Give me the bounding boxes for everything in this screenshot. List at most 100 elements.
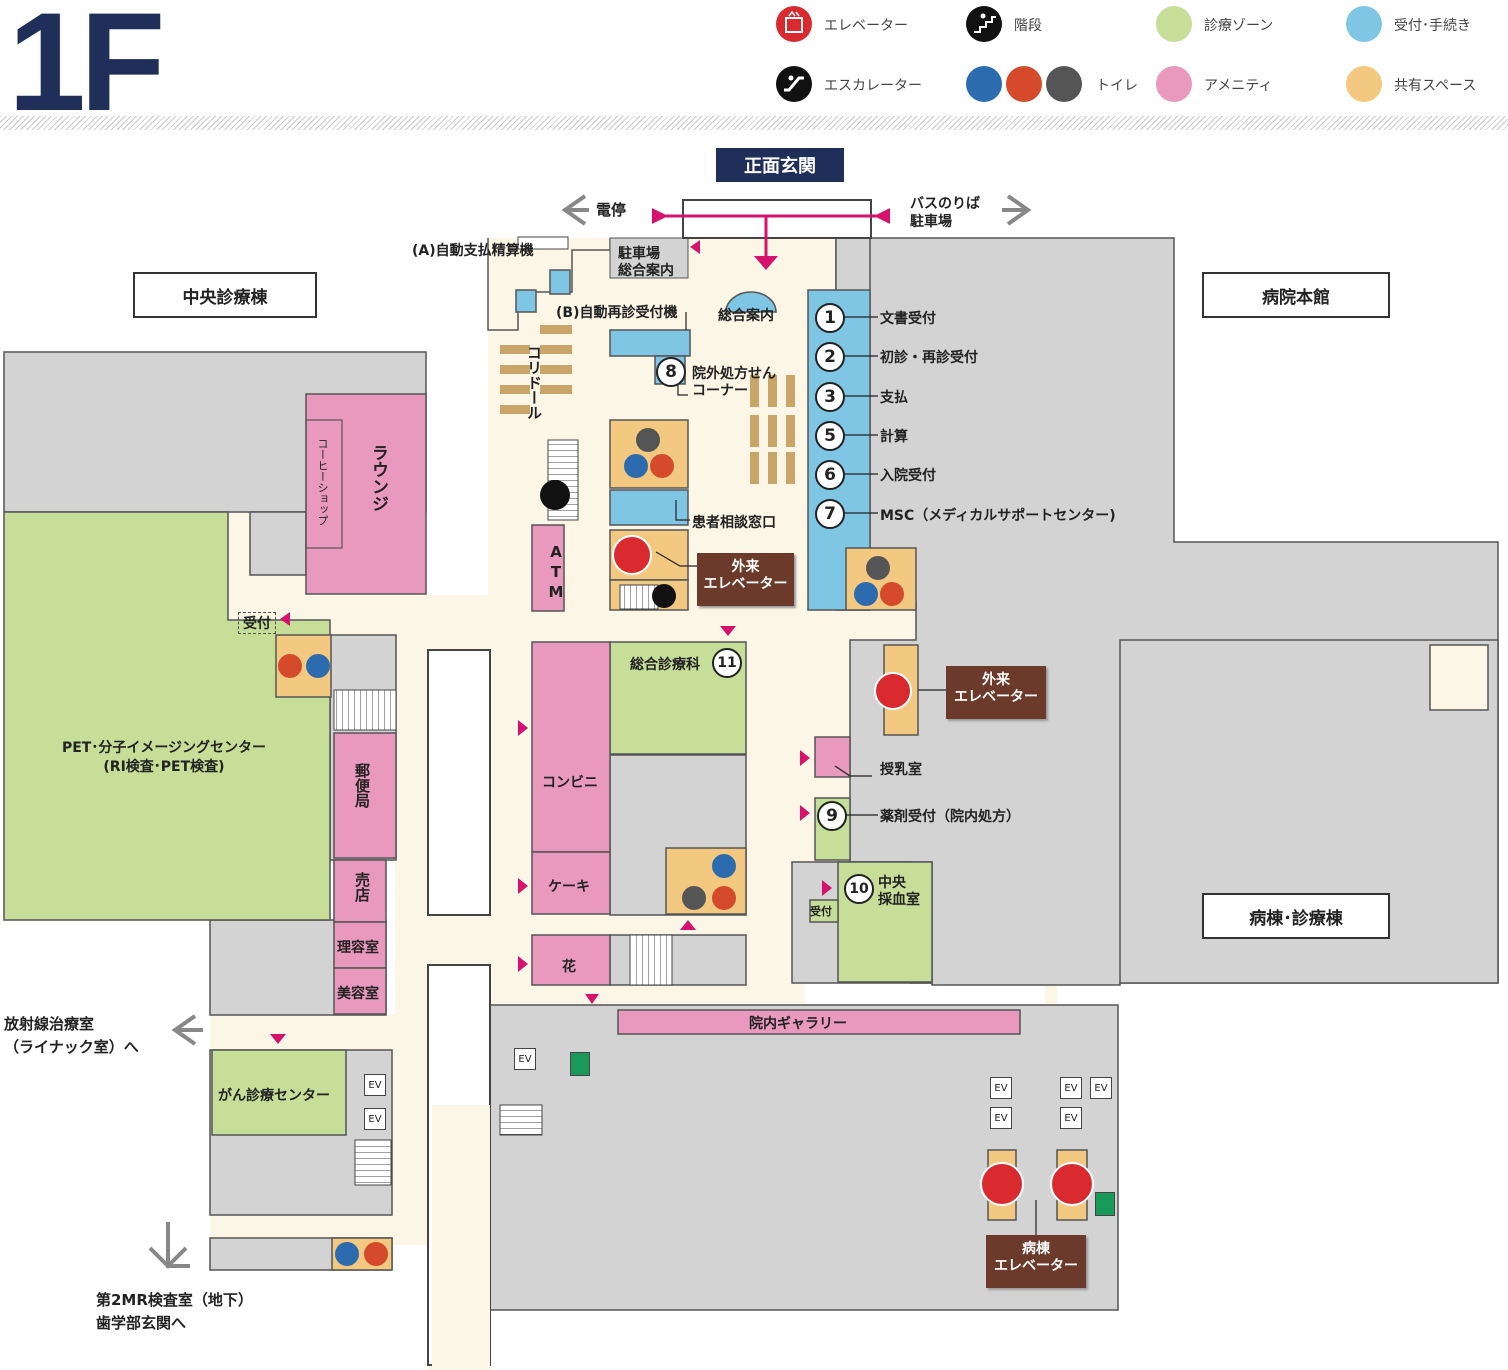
patient-consultation: 患者相談窓口 (692, 515, 776, 531)
marker-9: 9 (817, 801, 847, 831)
male-toilet-icon (624, 454, 648, 478)
gallery-label: 院内ギャラリー (749, 1016, 847, 1032)
marker-11: 11 (712, 648, 742, 678)
accessible-toilet-icon (682, 886, 706, 910)
counter-7-marker: 7 (815, 499, 845, 529)
clinical-zone-swatch (1156, 6, 1192, 42)
outpatient-elevator-tag-right: 外来 エレベーター (946, 666, 1046, 719)
stairs-legend-icon (966, 6, 1002, 42)
parking-info-line1: 駐車場 (618, 246, 660, 262)
prescription-line1: 院外処方せん (692, 366, 776, 382)
blood-reception-label: 受付 (810, 905, 832, 918)
legend-reception: 受付･手続き (1394, 18, 1471, 34)
emergency-exit-icon (570, 1052, 590, 1076)
stairs-areas (333, 439, 673, 1186)
accessible-toilet-icon (866, 556, 890, 580)
ev-label: EV (364, 1108, 386, 1130)
emergency-exit-icon (1095, 1192, 1115, 1216)
counter-1-marker: 1 (815, 303, 845, 333)
store-label: 売店 (353, 872, 371, 902)
entry-markers (270, 240, 832, 1044)
counter-5-label: 計算 (880, 429, 908, 445)
elevator-icon (612, 535, 652, 575)
general-medicine-label: 総合診療科 (630, 657, 700, 673)
mr-exit-line1: 第2MR検査室（地下） (96, 1291, 253, 1309)
counter-3-marker: 3 (815, 382, 845, 412)
ev-label: EV (514, 1048, 536, 1070)
male-toilet-icon (854, 582, 878, 606)
auto-payment-machine: (A)自動支払精算機 (412, 243, 534, 259)
nursing-room-label: 授乳室 (880, 762, 922, 778)
convenience-store-label: コンビニ (542, 775, 598, 791)
legend-shared-space: 共有スペース (1394, 78, 1477, 94)
amenity-swatch (1156, 66, 1192, 102)
bus-stop-label: バスのりば (910, 196, 980, 212)
blood-lab-line1: 中央 (878, 875, 906, 891)
ev-label: EV (990, 1077, 1012, 1099)
benches (500, 325, 795, 484)
legend-elevator: エレベーター (824, 18, 908, 34)
female-toilet-icon (712, 886, 736, 910)
ev-label: EV (1060, 1107, 1082, 1129)
cancer-center-label: がん診療センター (218, 1088, 330, 1104)
barber-label: 理容室 (337, 940, 379, 956)
mr-exit-line2: 歯学部玄関へ (96, 1314, 187, 1332)
legend-stairs: 階段 (1014, 18, 1042, 34)
legend-clinical-zone: 診療ゾーン (1204, 18, 1274, 34)
corridor-label: コリドール (525, 345, 543, 420)
prescription-line2: コーナー (692, 383, 748, 399)
male-toilet-icon (306, 654, 330, 678)
tag-line: 外来 (731, 559, 760, 575)
building-main: 病院本館 (1202, 272, 1390, 318)
ev-label: EV (1090, 1077, 1112, 1099)
female-toilet-icon (880, 582, 904, 606)
ev-label: EV (364, 1074, 386, 1096)
escalator-icon (540, 480, 570, 510)
toilet-male-legend-icon (966, 66, 1002, 102)
header-divider (0, 116, 1508, 130)
tag-line: エレベーター (994, 1258, 1078, 1274)
male-toilet-icon (712, 854, 736, 878)
marker-10: 10 (844, 874, 874, 904)
lounge-label: ラウンジ (368, 444, 388, 512)
pet-center-line2: (RI検査･PET検査) (103, 759, 225, 775)
shared-space-swatch (1346, 66, 1382, 102)
female-toilet-icon (364, 1242, 388, 1266)
ev-label: EV (1060, 1077, 1082, 1099)
amenity-areas (305, 393, 1021, 1035)
atm-label: ATM (547, 543, 565, 603)
legend-amenity: アメニティ (1204, 78, 1273, 94)
parking-label: 駐車場 (910, 214, 952, 230)
blood-lab-line2: 採血室 (878, 892, 920, 908)
tag-line: エレベーター (703, 576, 788, 592)
marker-8: 8 (656, 357, 686, 387)
legend-toilet: トイレ (1096, 78, 1138, 94)
auto-reception-machine: (B)自動再診受付機 (556, 305, 678, 321)
tag-line: エレベーター (954, 689, 1038, 705)
building-ward: 病棟･診療棟 (1202, 893, 1390, 939)
elevator-icon (1050, 1162, 1094, 1206)
tag-line: 病棟 (1022, 1241, 1050, 1257)
ev-label: EV (990, 1107, 1012, 1129)
counter-6-label: 入院受付 (880, 468, 936, 484)
tag-line: 外来 (982, 672, 1010, 688)
counter-3-label: 支払 (880, 390, 908, 406)
radiation-exit-line1: 放射線治療室 (4, 1015, 95, 1033)
counter-2-label: 初診・再診受付 (880, 350, 978, 366)
reception-swatch (1346, 6, 1382, 42)
beauty-salon-label: 美容室 (337, 986, 379, 1002)
male-toilet-icon (335, 1242, 359, 1266)
outpatient-elevator-tag-upper: 外来 エレベーター (697, 553, 794, 606)
female-toilet-icon (278, 654, 302, 678)
counter-7-label: MSC（メディカルサポートセンター) (880, 508, 1116, 524)
flower-shop-label: 花 (562, 959, 576, 975)
parking-info-line2: 総合案内 (618, 263, 674, 279)
escalator-legend-icon (776, 66, 812, 102)
legend-escalator: エスカレーター (824, 78, 922, 94)
elevator-legend-icon (776, 6, 812, 42)
counter-1-label: 文書受付 (880, 311, 936, 327)
post-office-label: 郵便局 (353, 763, 371, 808)
toilet-accessible-legend-icon (1046, 66, 1082, 102)
entrance-marks (148, 194, 1032, 1269)
